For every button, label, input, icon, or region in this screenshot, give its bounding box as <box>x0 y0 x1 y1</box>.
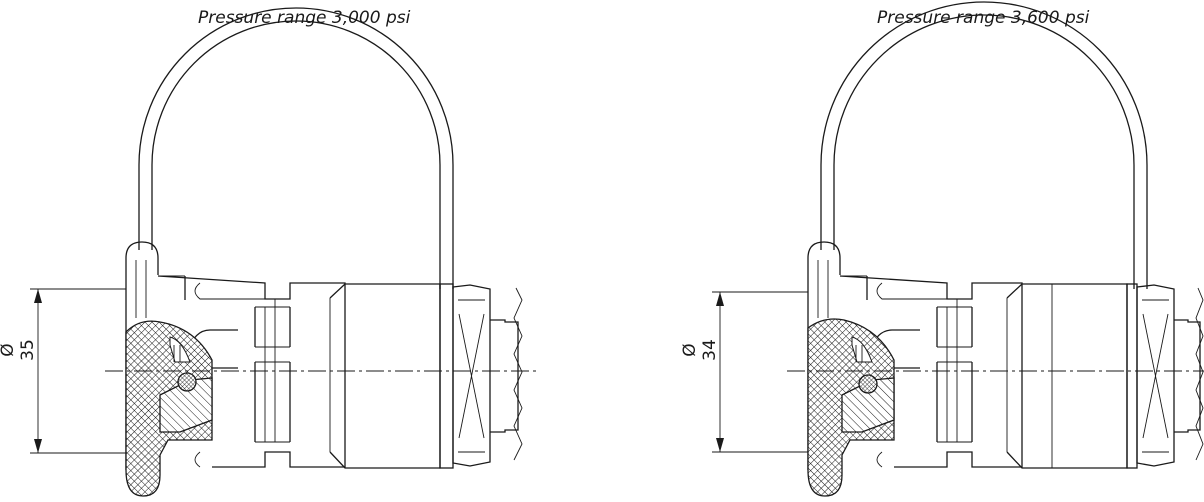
cap-section-cut <box>807 318 895 497</box>
panel-title: Pressure range 3,600 psi <box>877 8 1090 28</box>
coupling-body <box>1006 283 1204 469</box>
coupling-body <box>329 283 523 469</box>
dust-cap-flange <box>807 241 841 470</box>
cap-sleeve <box>839 275 1023 468</box>
diameter-dimension <box>712 291 808 453</box>
coupling-panel-3000psi: Pressure range 3,000 psi <box>0 7 540 497</box>
panel-title: Pressure range 3,000 psi <box>198 8 411 28</box>
coupling-panel-3600psi: Pressure range 3,600 psi <box>602 0 1204 502</box>
coupling-drawing <box>712 1 1204 497</box>
bail-wire <box>138 7 454 289</box>
cap-section-cut <box>125 320 213 497</box>
dust-cap-flange <box>125 241 159 470</box>
bail-wire <box>820 1 1148 289</box>
o-ring-icon <box>177 372 197 392</box>
diameter-label: Ø 35 <box>0 339 38 361</box>
diameter-dimension <box>30 288 126 454</box>
cap-sleeve <box>157 275 346 468</box>
o-ring-icon <box>858 374 878 394</box>
coupling-drawing <box>30 7 540 497</box>
diameter-label: Ø 34 <box>680 339 720 361</box>
